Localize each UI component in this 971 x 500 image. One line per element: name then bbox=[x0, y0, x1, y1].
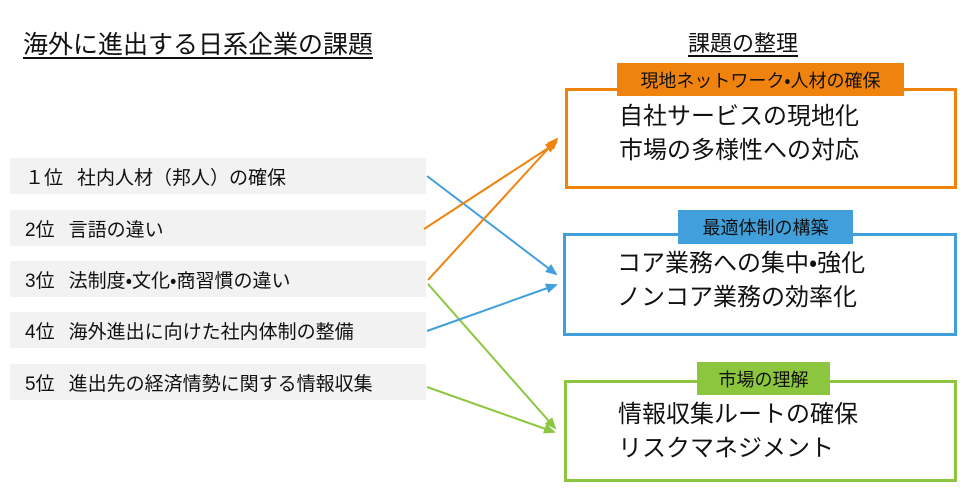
solution-line: リスクマネジメント bbox=[618, 435, 834, 462]
solution-box-market-understanding-tab: 市場の理解 bbox=[697, 362, 830, 395]
arrow-rank5-to-green-box bbox=[426, 386, 556, 434]
rank-3-text: 法制度・文化・商習慣の違い bbox=[68, 270, 291, 292]
arrow-rank4-to-blue-box bbox=[426, 283, 558, 332]
solution-line: ノンコア業務の効率化 bbox=[617, 284, 857, 311]
solution-box-local-network-tab: 現地ネットワーク・人材の確保 bbox=[617, 63, 904, 96]
rank-4-label: 4位 bbox=[25, 321, 55, 343]
solution-line: コア業務への集中・強化 bbox=[617, 250, 866, 277]
rank-2-label: 2位 bbox=[25, 219, 55, 241]
rank-1-text: 社内人材（邦人）の確保 bbox=[77, 167, 287, 189]
right-section-title: 課題の整理 bbox=[688, 31, 799, 56]
solution-box-market-understanding: 市場の理解 情報収集ルートの確保 リスクマネジメント bbox=[564, 362, 957, 482]
solution-line: 情報収集ルートの確保 bbox=[618, 401, 858, 428]
left-section-title: 海外に進出する日系企業の課題 bbox=[23, 31, 374, 59]
arrow-rank1-to-blue-box bbox=[426, 175, 558, 276]
ranked-item-1: １位 社内人材（邦人）の確保 bbox=[10, 158, 426, 194]
arrow-rank3-to-green-box bbox=[427, 283, 557, 430]
arrow-rank3-to-orange-box bbox=[427, 137, 559, 281]
solution-box-optimal-structure-body: コア業務への集中・強化 ノンコア業務の効率化 bbox=[617, 247, 865, 315]
solution-line: 自社サービスの現地化 bbox=[619, 103, 859, 130]
ranked-item-3: 3位 法制度・文化・商習慣の違い bbox=[10, 261, 426, 297]
solution-box-local-network: 現地ネットワーク・人材の確保 自社サービスの現地化 市場の多様性への対応 bbox=[565, 63, 957, 189]
rank-4-text: 海外進出に向けた社内体制の整備 bbox=[68, 321, 354, 343]
rank-5-label: 5位 bbox=[25, 373, 55, 395]
rank-2-text: 言語の違い bbox=[68, 219, 164, 241]
rank-3-label: 3位 bbox=[25, 270, 55, 292]
rank-1-label: １位 bbox=[25, 167, 64, 189]
arrow-rank2-to-orange-box bbox=[423, 141, 558, 230]
solution-box-optimal-structure: 最適体制の構築 コア業務への集中・強化 ノンコア業務の効率化 bbox=[563, 210, 957, 336]
ranked-item-5: 5位 進出先の経済情勢に関する情報収集 bbox=[10, 364, 426, 400]
solution-box-optimal-structure-tab: 最適体制の構築 bbox=[678, 210, 853, 244]
rank-5-text: 進出先の経済情勢に関する情報収集 bbox=[68, 373, 373, 395]
solution-box-local-network-body: 自社サービスの現地化 市場の多様性への対応 bbox=[619, 100, 859, 168]
ranked-item-2: 2位 言語の違い bbox=[10, 210, 426, 246]
solution-line: 市場の多様性への対応 bbox=[619, 137, 859, 164]
ranked-item-4: 4位 海外進出に向けた社内体制の整備 bbox=[10, 312, 426, 348]
solution-box-market-understanding-body: 情報収集ルートの確保 リスクマネジメント bbox=[618, 398, 858, 466]
